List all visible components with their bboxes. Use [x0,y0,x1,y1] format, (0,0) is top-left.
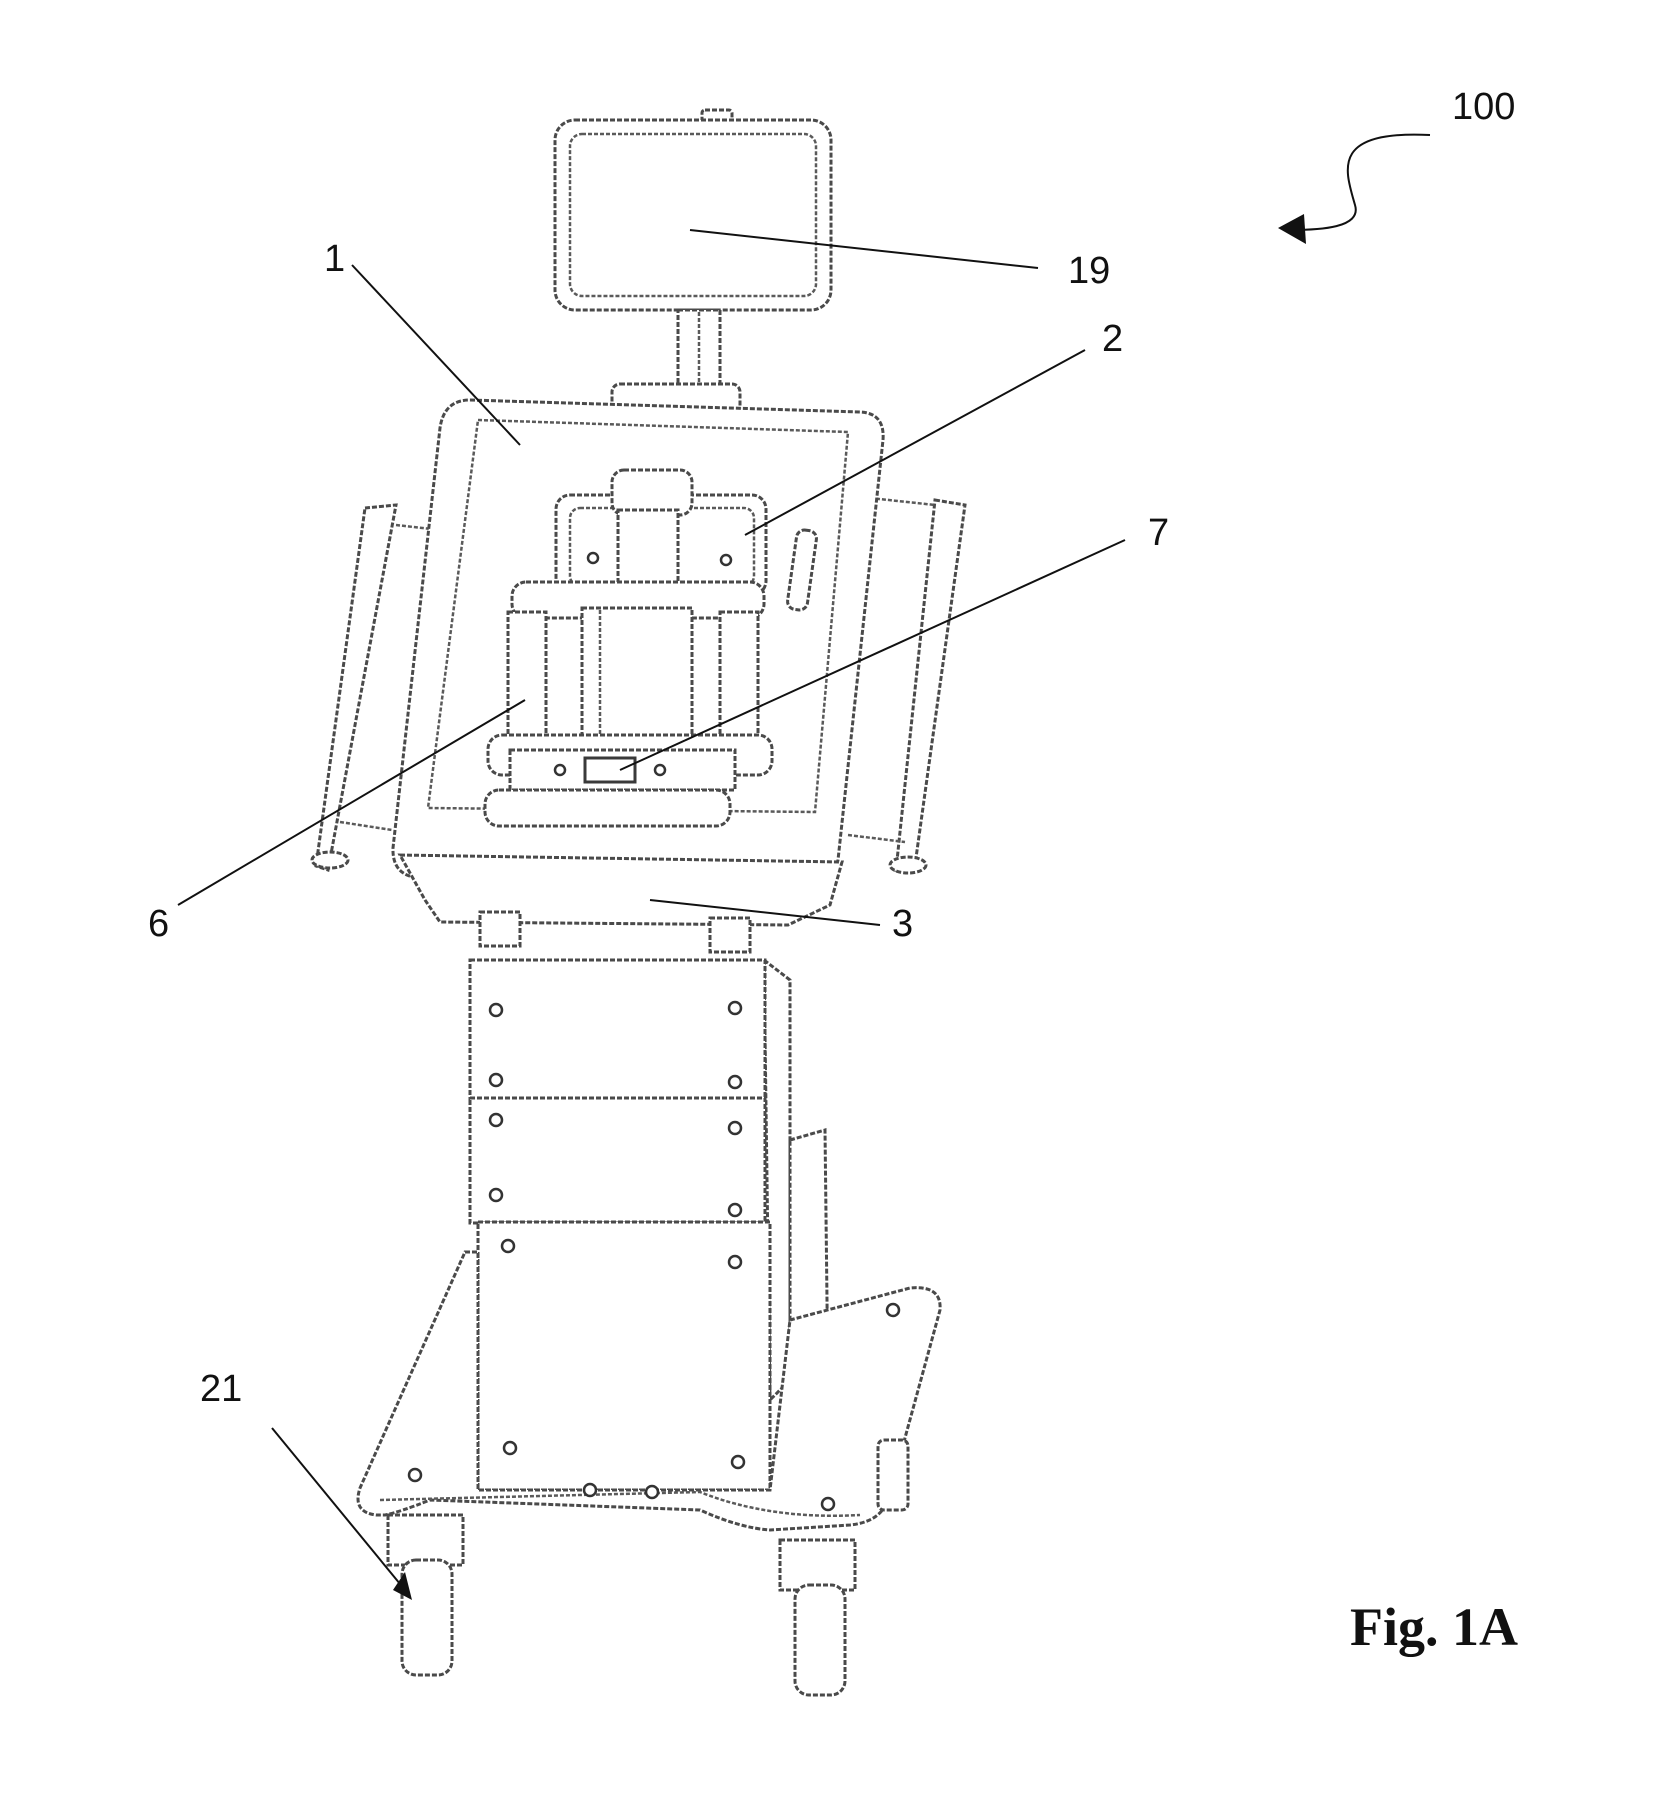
side-gauge [786,528,818,612]
side-handle-right [847,496,967,875]
caster-front-right [778,1538,857,1697]
leader-lines [177,229,1126,1591]
numeral-2: 2 [1102,318,1124,360]
display-monitor [553,108,833,312]
caster-front-left [386,1513,465,1677]
assembly-arrowhead [1278,214,1306,244]
numeral-100: 100 [1452,86,1516,128]
monitor-mast [610,308,742,416]
column-cabinet [468,956,830,1492]
numeral-1: 1 [324,238,346,280]
numeral-6: 6 [148,903,170,945]
wheeled-base [356,1250,942,1532]
numeral-19: 19 [1068,250,1111,292]
tray-base-plate [397,853,844,954]
numeral-7: 7 [1148,512,1170,554]
caster-rear-right [876,1438,910,1512]
rod-holder [486,580,774,777]
caster-arrowhead [393,1572,412,1600]
numeral-3: 3 [892,903,914,945]
assembly-arrow-curve [1289,133,1431,231]
connector-block [483,748,737,828]
figure-label: Fig. 1A [1350,1597,1518,1657]
numeral-21: 21 [200,1368,243,1410]
